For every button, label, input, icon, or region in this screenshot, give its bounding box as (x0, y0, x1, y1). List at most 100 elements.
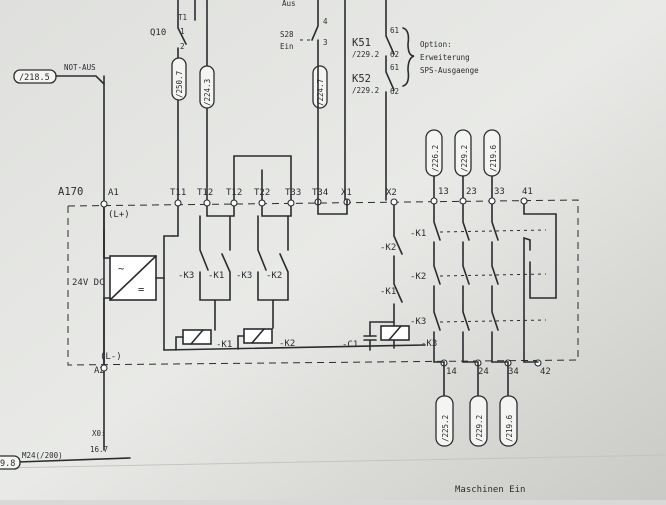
label-out-k1: -K1 (410, 229, 426, 239)
option-brace (402, 27, 415, 87)
label-not-aus: NOT-AUS (64, 63, 96, 72)
page-edge (0, 454, 666, 469)
terminal-x2: X2 (386, 188, 397, 198)
out-column-13 (433, 203, 441, 363)
label-coil-k3: -K3 (421, 339, 437, 349)
label-m24: M24(/200) (22, 451, 63, 460)
coil-k2-slash (251, 328, 265, 344)
label-coil-k1: -K1 (216, 340, 232, 350)
wire-m24 (17, 457, 131, 463)
module-plus: (L+) (108, 210, 130, 220)
wire-t12-link (206, 205, 235, 217)
label-x-k1: -K1 (380, 287, 396, 297)
terminal-t11: T11 (170, 188, 186, 198)
label-k1-a: -K1 (208, 271, 224, 281)
s28-aus: Aus (282, 0, 296, 8)
terminal-x1: X1 (341, 188, 352, 198)
label-x-k2: -K2 (380, 243, 396, 253)
k51-ref: /229.2 (352, 50, 379, 59)
module-minus: (L-) (100, 352, 122, 362)
k52-pin62: 62 (390, 87, 399, 96)
option-note-2: Erweiterung (420, 53, 470, 62)
terminal-41: 41 (522, 187, 533, 197)
ref-225: /225.2 (441, 415, 450, 442)
label-k3-a: -K3 (178, 271, 194, 281)
ref-pill-250 (171, 57, 187, 101)
s28-pin4: 4 (323, 17, 328, 26)
ref-pill-219-bottom (499, 395, 518, 447)
ref-250: /250.7 (175, 71, 184, 98)
wire-not-aus (55, 75, 105, 451)
label-k3-b: -K3 (236, 271, 252, 281)
terminal-24: 24 (478, 367, 489, 377)
terminal-23: 23 (466, 187, 477, 197)
terminal-14: 14 (446, 367, 457, 377)
module-name: A170 (58, 186, 83, 198)
c1-leads (369, 321, 395, 351)
terminal-t34: T34 (312, 188, 328, 198)
ref-219-bottom: /219.6 (505, 414, 514, 442)
pin-a1: A1 (108, 188, 119, 198)
k52-pin61: 61 (390, 63, 399, 72)
ref-229-top: /229.2 (460, 145, 469, 172)
label-out-k2: -K2 (410, 272, 426, 282)
terminal-t12a: T12 (197, 188, 213, 198)
module-supply: 24V DC (72, 278, 105, 288)
pin-a2: A2 (94, 366, 105, 376)
coil-k1-slash (190, 329, 204, 345)
ref-left-top: /218.5 (19, 73, 50, 83)
s28-pin3: 3 (323, 38, 328, 47)
q10-pin2: 2 (180, 42, 185, 51)
wire-coil-feeds (214, 299, 274, 331)
bridge-t34-x1 (317, 199, 348, 215)
wire-t22-link (261, 205, 292, 217)
module-outline (67, 199, 579, 366)
ref-pill-left-bottom (0, 455, 21, 470)
ref-left-bottom: 9.8 (0, 459, 15, 469)
terminal-13: 13 (438, 187, 449, 197)
s28-ein: Ein (280, 42, 294, 51)
label-k2-a: -K2 (266, 271, 282, 281)
option-note-1: Option: (420, 40, 452, 49)
k51-label: K51 (352, 37, 371, 49)
ref-pill-224-7 (312, 65, 328, 109)
wires-out-top (433, 175, 493, 201)
q10-pin-top: T1 (178, 13, 187, 22)
ref-pill-229-bottom (469, 395, 488, 447)
out-column-33 (491, 203, 499, 363)
ref-pill-225 (435, 395, 454, 447)
footer-title: Maschinen Ein (455, 485, 525, 495)
s28-label: S28 (280, 30, 294, 39)
k52-ref: /229.2 (352, 86, 379, 95)
capacitor-c1 (363, 335, 377, 341)
terminal-34: 34 (508, 367, 519, 377)
bridge-t12-t33 (233, 155, 292, 201)
terminal-42: 42 (540, 367, 551, 377)
label-out-k3: -K3 (410, 317, 426, 327)
k52-label: K52 (352, 73, 371, 85)
ref-224-7: /224.7 (316, 79, 325, 106)
wires-out-bottom (433, 361, 539, 397)
dc-symbol: = (138, 284, 144, 296)
label-x0-value: 16.7 (90, 445, 108, 454)
q10-label: Q10 (150, 28, 166, 38)
wire-t11-in (172, 205, 179, 237)
ref-226: /226.2 (431, 145, 440, 172)
label-coil-k2: -K2 (279, 339, 295, 349)
converter-leads (103, 257, 111, 299)
label-c1: -C1 (342, 340, 358, 350)
coil-returns (175, 335, 245, 351)
ref-224-3: /224.3 (203, 79, 212, 106)
converter-diagonal (109, 255, 157, 301)
ref-219-top: /219.6 (489, 144, 498, 172)
converter-out (155, 235, 174, 279)
terminal-33: 33 (494, 187, 505, 197)
coil-k3-slash (388, 325, 402, 341)
out-column-41 (523, 203, 557, 363)
ref-pill-224-3 (199, 65, 215, 109)
s28-contact (311, 0, 319, 201)
ref-229-bottom: /229.2 (475, 415, 484, 442)
